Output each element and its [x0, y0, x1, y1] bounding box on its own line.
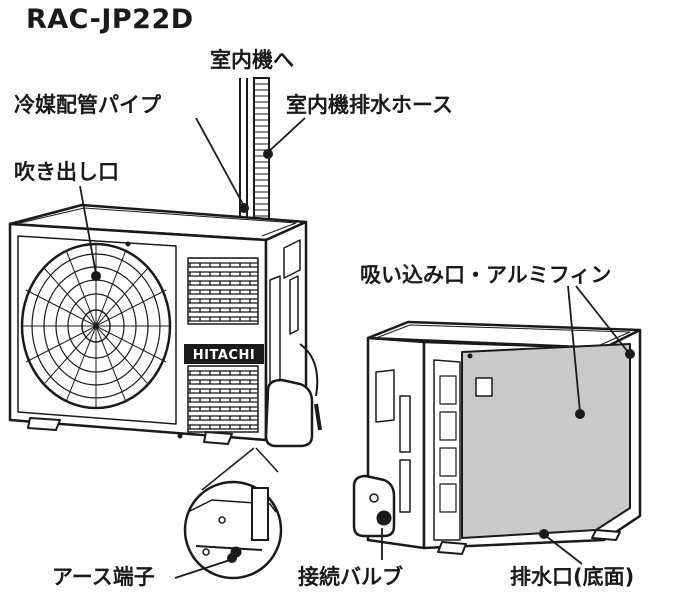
earth-terminal-detail: [183, 447, 283, 580]
rear-outdoor-unit: [352, 320, 642, 555]
label-to-indoor-unit: 室内機へ: [210, 48, 294, 72]
hitachi-logo: HITACHI: [184, 344, 264, 364]
fan-grille: [20, 242, 172, 410]
label-drain-port: 排水口(底面): [510, 565, 635, 589]
label-earth-terminal: アース端子: [52, 565, 155, 589]
svg-text:HITACHI: HITACHI: [193, 348, 255, 363]
label-connection-valve: 接続バルブ: [298, 565, 403, 589]
label-air-outlet: 吹き出し口: [14, 160, 119, 184]
drain-hose-ribs: [254, 83, 269, 223]
label-air-intake-fins: 吸い込み口・アルミフィン: [360, 263, 612, 287]
model-number: RAC-JP22D: [26, 4, 194, 35]
refrigerant-pipe: [239, 78, 248, 218]
leader-dots: [91, 149, 635, 563]
leader-lines: [79, 117, 629, 579]
label-indoor-drain-hose: 室内機排水ホース: [286, 93, 453, 117]
label-refrigerant-pipe: 冷媒配管パイプ: [14, 93, 161, 117]
